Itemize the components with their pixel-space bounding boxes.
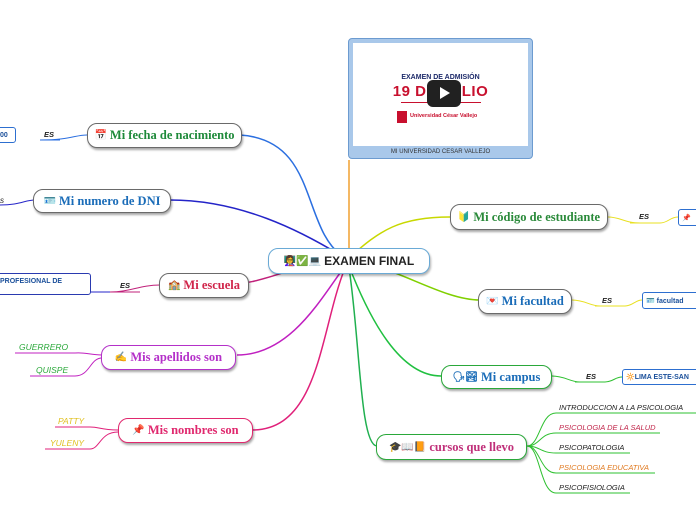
- central-topic[interactable]: 👩‍🏫✅💻 EXAMEN FINAL: [268, 248, 430, 274]
- apellido-2: QUISPE: [36, 365, 69, 375]
- apellido-1: GUERRERO: [19, 342, 69, 352]
- branch-dni[interactable]: 🪪 Mi numero de DNI: [33, 189, 171, 213]
- branch-campus-label: Mi campus: [481, 369, 541, 384]
- branch-nombres[interactable]: 📌 Mis nombres son: [118, 418, 253, 443]
- video-title: EXAMEN DE ADMISIÓN: [401, 74, 480, 81]
- nombre-2: YULENY: [50, 438, 85, 448]
- video-thumbnail[interactable]: EXAMEN DE ADMISIÓN 19 DE JULIO Universid…: [353, 43, 528, 146]
- course-item: PSICOLOGIA EDUCATIVA: [559, 463, 650, 472]
- teacher-check-laptop-icon: 👩‍🏫✅💻: [283, 255, 322, 267]
- branch-dni-label: Mi numero de DNI: [58, 193, 161, 208]
- campus-value-box[interactable]: 🔆LIMA ESTE-SAN: [622, 369, 696, 385]
- branch-escuela-label: Mi escuela: [183, 278, 241, 292]
- course-item: PSICOFISIOLOGIA: [559, 483, 625, 492]
- nombre-1: PATTY: [58, 416, 85, 426]
- branch-escuela[interactable]: 🏫 Mi escuela: [159, 273, 249, 298]
- branch-cursos-label: cursos que llevo: [429, 439, 515, 454]
- graduation-book-icon: 🎓📖📙: [388, 441, 427, 453]
- branch-facultad[interactable]: 💌 Mi facultad: [478, 289, 572, 314]
- play-icon[interactable]: [427, 80, 461, 107]
- course-item: PSICOPATOLOGIA: [559, 443, 625, 452]
- escuela-value-box[interactable]: PROFESIONAL DE: [0, 273, 91, 295]
- school-icon: 🏫: [167, 280, 181, 291]
- connector-es-escuela: ES: [120, 281, 131, 290]
- course-item: INTRODUCCION A LA PSICOLOGIA: [559, 403, 684, 412]
- video-caption: MI UNIVERSIDAD CESAR VALLEJO: [390, 149, 491, 155]
- connector-es-codigo: ES: [639, 212, 650, 221]
- pushpin-icon: 📌: [132, 425, 145, 436]
- facultad-value-box[interactable]: 🪪 facultad: [642, 292, 696, 309]
- dni-value: s: [0, 196, 4, 205]
- beginner-icon: 🔰: [457, 211, 471, 223]
- connector-es-fecha: ES: [44, 130, 55, 139]
- calendar-icon: 📅: [94, 130, 107, 141]
- speaking-head-landscape-icon: 🗣🏞: [452, 371, 478, 383]
- course-item: PSICOLOGIA DE LA SALUD: [559, 423, 656, 432]
- fecha-value-box[interactable]: 00: [0, 127, 16, 143]
- branch-cursos[interactable]: 🎓📖📙 cursos que llevo: [376, 434, 527, 460]
- connector-es-facultad: ES: [602, 296, 613, 305]
- branch-fecha-label: Mi fecha de nacimiento: [109, 128, 235, 142]
- branch-fecha-nacimiento[interactable]: 📅 Mi fecha de nacimiento: [87, 123, 242, 148]
- university-logo-icon: [397, 111, 407, 123]
- branch-facultad-label: Mi facultad: [501, 294, 564, 308]
- branch-codigo-label: Mi código de estudiante: [473, 209, 601, 224]
- love-letter-icon: 💌: [486, 296, 499, 307]
- video-card[interactable]: EXAMEN DE ADMISIÓN 19 DE JULIO Universid…: [348, 38, 533, 159]
- connector-es-campus: ES: [586, 372, 597, 381]
- branch-apellidos-label: Mis apellidos son: [130, 350, 223, 364]
- id-card-icon: 🪪: [43, 195, 56, 207]
- codigo-value-box[interactable]: 📌: [678, 209, 696, 226]
- branch-apellidos[interactable]: ✍ Mis apellidos son: [101, 345, 236, 370]
- branch-nombres-label: Mis nombres son: [147, 423, 239, 437]
- branch-codigo[interactable]: 🔰 Mi código de estudiante: [450, 204, 608, 230]
- central-topic-label: EXAMEN FINAL: [324, 254, 415, 268]
- writing-hand-icon: ✍: [114, 352, 128, 363]
- branch-campus[interactable]: 🗣🏞 Mi campus: [441, 365, 552, 389]
- university-name: Universidad César Vallejo: [410, 113, 478, 119]
